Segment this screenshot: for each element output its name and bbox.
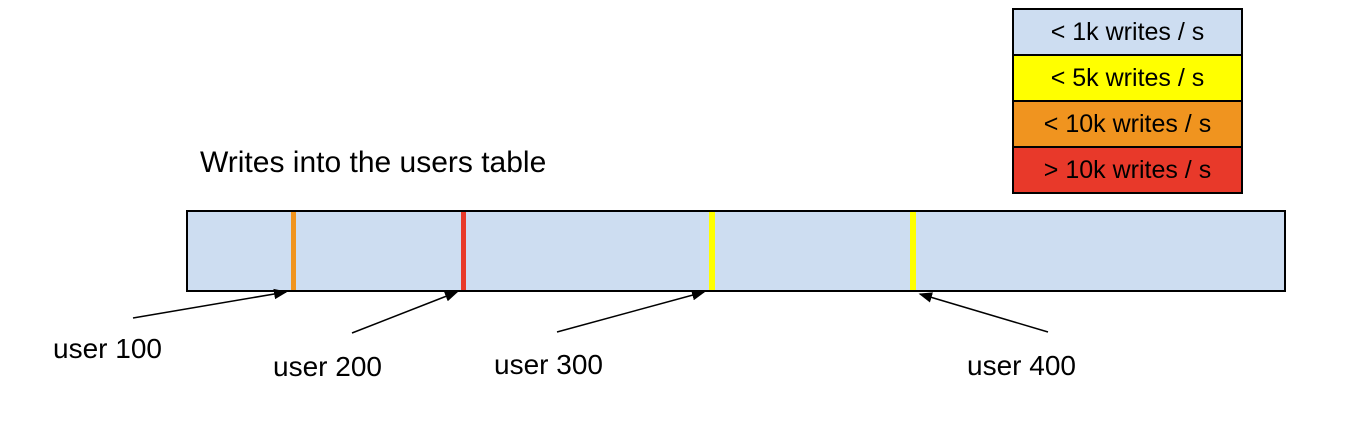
arrow-user-200 — [351, 291, 459, 334]
legend-row-lt-1k: < 1k writes / s — [1012, 8, 1243, 56]
user-100-label: user 100 — [53, 333, 162, 364]
legend-row-lt-10k: < 10k writes / s — [1012, 100, 1243, 148]
write-hotspot-marker-user-200 — [461, 212, 466, 290]
legend: < 1k writes / s < 5k writes / s < 10k wr… — [1012, 8, 1243, 194]
diagram-title: Writes into the users table — [200, 146, 547, 179]
legend-row-lt-5k: < 5k writes / s — [1012, 54, 1243, 102]
user-300-label: user 300 — [494, 349, 603, 380]
legend-label: < 5k writes / s — [1050, 63, 1205, 92]
users-table-bar — [186, 210, 1286, 292]
user-400-label: user 400 — [967, 350, 1076, 381]
write-hotspot-marker-user-100 — [291, 212, 296, 290]
write-hotspot-marker-user-300 — [709, 212, 715, 290]
user-200-label: user 200 — [273, 351, 382, 382]
legend-label: < 1k writes / s — [1050, 17, 1205, 46]
write-hotspot-marker-user-400 — [910, 212, 916, 290]
legend-label: < 10k writes / s — [1043, 109, 1212, 138]
legend-label: > 10k writes / s — [1043, 155, 1212, 184]
legend-row-gt-10k: > 10k writes / s — [1012, 146, 1243, 194]
arrow-user-400 — [918, 292, 1049, 333]
arrow-user-100 — [132, 288, 288, 319]
arrow-user-300 — [556, 290, 706, 333]
